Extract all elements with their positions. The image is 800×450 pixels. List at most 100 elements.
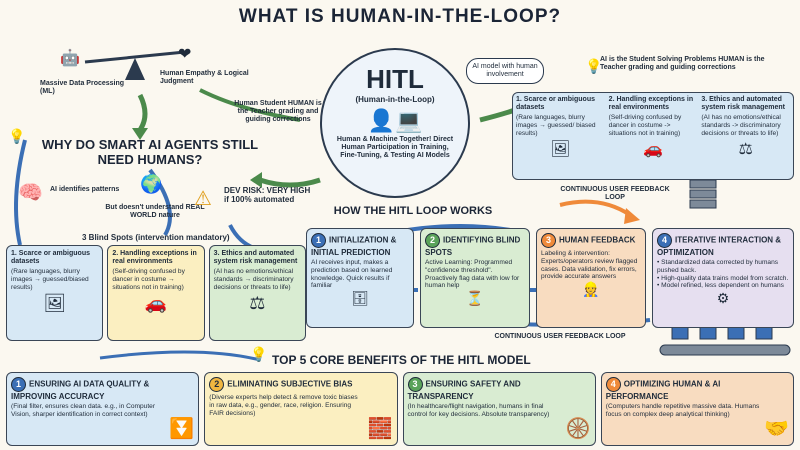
right-spot-card: 2. Handling exceptions in real environme…: [609, 96, 698, 159]
left-spot-card: 3. Ethics and automated system risk mana…: [208, 245, 306, 341]
nature-text: But doesn't understand REAL WORLD nature: [105, 204, 205, 219]
loop-step-title-text: INITIALIZATION & INITIAL PREDICTION: [311, 235, 397, 257]
right-spot-title: 2. Handling exceptions in real environme…: [608, 96, 694, 111]
right-spot-card: 3. Ethics and automated system risk mana…: [701, 96, 790, 159]
left-spot-card: 1. Scarce or ambiguous datasets (Rare lan…: [6, 245, 104, 341]
database-icon: 🗄: [351, 290, 369, 307]
loop-step-num: 4: [657, 233, 672, 248]
left-spot-num: 3: [213, 250, 218, 257]
robot-icon: 🤖: [60, 50, 80, 67]
benefit-num: 3: [407, 377, 423, 392]
right-spot-title: 1. Scarce or ambiguous datasets: [516, 96, 595, 111]
right-spot-body: (Rare languages, blurry images → guessed…: [516, 114, 596, 137]
handshake-icon: 🤝: [764, 418, 789, 440]
left-spot-title-text: Ethics and automated system risk managem…: [213, 250, 298, 265]
left-spot-num: 2: [112, 250, 117, 257]
car-icon: 🚗: [643, 141, 663, 159]
benefit-body: (Diverse experts help detect & remove to…: [209, 394, 358, 417]
globe-icon: 🌍: [140, 174, 163, 194]
right-spot-title-text: Scarce or ambiguous datasets: [516, 96, 595, 111]
hitl-abbr: HITL: [366, 64, 424, 94]
right-spot-card: 1. Scarce or ambiguous datasets (Rare lan…: [516, 96, 605, 159]
benefit-body: (Final filter, ensures clean data. e.g.,…: [11, 403, 156, 418]
left-spot-title: 1. Scarce or ambiguous datasets: [11, 250, 90, 265]
scales-icon: ⚖: [738, 141, 753, 159]
benefit-title-text: ELIMINATING SUBJECTIVE BIAS: [227, 379, 353, 389]
benefit-num: 1: [11, 377, 26, 392]
left-spot-body: (Rare languages, blurry images → guessed…: [11, 268, 89, 291]
blind-spots-title: 3 Blind Spots (intervention mandatory): [82, 233, 230, 242]
funnel-icon: ⏬: [169, 418, 195, 440]
blurry-image-icon: 🖼: [43, 293, 67, 314]
patterns-text: AI identifies patterns: [50, 186, 120, 193]
benefit-num: 4: [605, 377, 621, 392]
hitl-circle: HITL (Human-in-the-Loop) 👤💻 Human & Mach…: [320, 48, 470, 198]
ai-model-bubble: AI model with human involvement: [466, 58, 544, 84]
bulb-icon-benefits: 💡: [250, 346, 268, 362]
lightbulb-icon: 💡: [585, 58, 603, 74]
scales-icon: ⚖: [249, 293, 266, 314]
risk-text: DEV RISK: VERY HIGH if 100% automated: [224, 186, 311, 204]
massive-data-label: Massive Data Processing (ML): [40, 80, 125, 95]
benefit-title-text: ENSURING AI DATA QUALITY & IMPROVING ACC…: [11, 379, 150, 401]
right-spot-num: 1: [516, 96, 520, 103]
benefit-title-text: ENSURING SAFETY AND TRANSPARENCY: [407, 379, 521, 401]
loop-step-body: Active Learning: Programmed "confidence …: [425, 259, 520, 290]
funnel-icon: ⏳: [466, 290, 484, 307]
blocks-icon: 🧱: [367, 418, 393, 440]
heart-brain-icon: ❤: [178, 46, 192, 63]
benefit-body: (Computers handle repetitive massive dat…: [605, 403, 760, 418]
bulb-icon-left: 💡: [8, 128, 26, 144]
right-spot-body: (AI has no emotions/ethical standards ->…: [701, 114, 781, 137]
left-spot-title: 2. Handling exceptions in real environme…: [112, 250, 197, 265]
ai-solver-note: AI is the Student Solving Problems HUMAN…: [600, 56, 765, 71]
benefit-body: (In healthcare/flight navigation, humans…: [407, 403, 550, 418]
why-heading: WHY DO SMART AI AGENTS STILL NEED HUMANS…: [41, 137, 259, 167]
left-blind-spots: 1. Scarce or ambiguous datasets (Rare lan…: [6, 245, 306, 341]
right-spot-title-text: Ethics and automated system risk managem…: [701, 96, 785, 111]
benefit-num: 2: [209, 377, 225, 392]
steering-icon: 🛞: [565, 418, 591, 440]
left-spot-num: 1: [11, 250, 15, 257]
right-blind-spots: 1. Scarce or ambiguous datasets (Rare lan…: [516, 96, 790, 159]
brain-icon: 🧠: [18, 182, 43, 204]
benefits-heading: TOP 5 CORE BENEFITS OF THE HITL MODEL: [272, 353, 531, 367]
empathy-label: Human Empathy & Logical Judgment: [160, 70, 249, 85]
blurry-image-icon: 🖼: [550, 141, 571, 159]
hitl-desc: Human & Machine Together! Direct Human P…: [336, 136, 454, 159]
page-title: WHAT IS HUMAN-IN-THE-LOOP?: [238, 6, 562, 27]
left-spot-body: (Self-driving confused by dancer in cost…: [112, 268, 185, 291]
loop-step-title-text: ITERATIVE INTERACTION & OPTIMIZATION: [657, 235, 782, 257]
gear-icon: ⚙: [716, 290, 730, 307]
student-note: Human Student HUMAN is the Teacher gradi…: [234, 100, 322, 123]
left-spot-title: 3. Ethics and automated system risk mana…: [213, 250, 298, 265]
loop-step-body: Labeling & intervention: Experts/operato…: [541, 250, 638, 281]
loop-step-num: 3: [541, 233, 556, 248]
hitl-full: (Human-in-the-Loop): [355, 95, 435, 104]
human-machine-icon: 👤💻: [367, 108, 423, 133]
loop-heading: HOW THE HITL LOOP WORKS: [333, 205, 493, 217]
right-spot-num: 2: [608, 96, 613, 103]
left-spot-body: (AI has no emotions/ethical standards → …: [213, 268, 294, 291]
worker-icon: 👷: [582, 281, 600, 298]
feedback-bottom: CONTINUOUS USER FEEDBACK LOOP: [494, 333, 626, 340]
right-spot-body: (Self-driving confused by dancer in cost…: [608, 114, 682, 137]
left-spot-title-text: Scarce or ambiguous datasets: [11, 250, 90, 265]
loop-step-body: AI receives input, makes a prediction ba…: [311, 259, 393, 290]
loop-step-num: 2: [425, 233, 440, 248]
